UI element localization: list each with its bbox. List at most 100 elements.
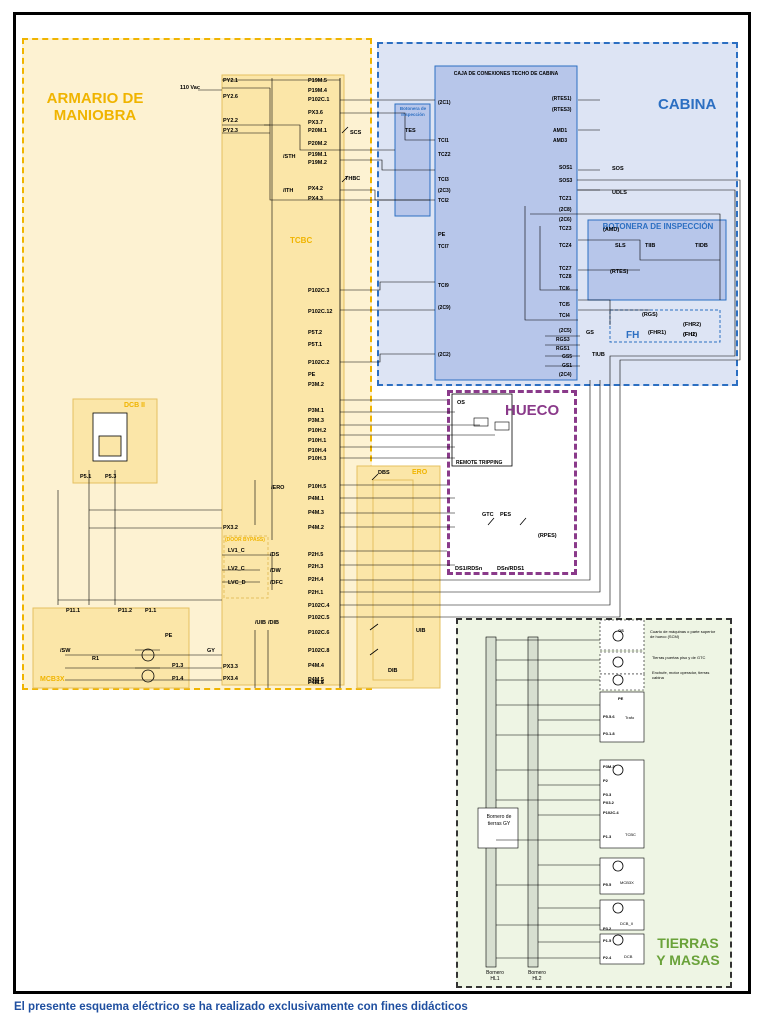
tierras-term-10: P1.5: [603, 938, 612, 943]
tierras-term-2: P3M.3: [603, 764, 615, 769]
contact-label-24: (AMD): [603, 227, 620, 233]
contact-label-2: /STH: [283, 154, 296, 160]
tierras-item-7: DCB: [624, 954, 633, 959]
caja-term-25: (2C5): [559, 328, 572, 334]
contact-label-0: SCS: [350, 130, 362, 136]
dcb-term-1: P5.3: [105, 474, 117, 480]
caja-term-31: (2C4): [559, 372, 572, 378]
right-term-20: P10H.2: [308, 428, 327, 434]
caja-term-24: (2C9): [438, 305, 451, 311]
tierras-item-4: TCBC: [625, 832, 636, 837]
caja-term-19: TCZ8: [559, 274, 572, 280]
right-term-25: P4M.1: [308, 496, 324, 502]
right-term-35: P102C.8: [308, 648, 330, 654]
contact-label-33: (FH1): [683, 332, 698, 338]
right-term-2: P102C.1: [308, 97, 330, 103]
lower-term-1: LV1_C: [228, 548, 245, 554]
right-term-8: P19M.2: [308, 160, 327, 166]
cabina-label: CABINA: [658, 96, 717, 113]
caja-term-23: TCI4: [559, 313, 570, 319]
contact-label-5: DBS: [378, 470, 390, 476]
caja-term-8: SOS3: [559, 178, 573, 184]
caja-term-17: TCZ4: [559, 243, 572, 249]
contact-label-16: DS1/RDSn: [455, 566, 483, 572]
lower-term-5: PX3.4: [223, 676, 238, 682]
contact-label-1: THBC: [345, 176, 361, 182]
right-term-26: P4M.3: [308, 510, 324, 516]
tierras-term-1: P3.1.8: [603, 731, 615, 736]
caja-label: CAJA DE CONEXIONES TECHO DE CABINA: [453, 71, 559, 77]
contact-label-21: SOS: [612, 166, 624, 172]
tierras-term-11: P2.4: [603, 955, 612, 960]
caja-term-5: TCI1: [438, 138, 449, 144]
tierras-item-0: Cuarto de máquinas o parte superior de h…: [650, 629, 716, 639]
right-term-27: P4M.2: [308, 525, 324, 531]
dcb-label: DCB II: [124, 402, 145, 409]
tierras-term-4: P3.3: [603, 792, 612, 797]
right-term-23: P10H.3: [308, 456, 327, 462]
tcbc-label: TCBC: [290, 236, 313, 245]
caja-term-14: (2C6): [559, 217, 572, 223]
right-term-21: P10H.1: [308, 438, 327, 444]
contact-label-15: (RPES): [538, 533, 557, 539]
right-term-17: P3M.2: [308, 382, 324, 388]
tierras-zone: [456, 618, 732, 988]
mcb-term-2: P1.1: [145, 608, 157, 614]
contact-label-26: TIIB: [645, 243, 656, 249]
left-term-1: PY2.6: [223, 94, 238, 100]
right-term-6: P20M.2: [308, 141, 327, 147]
right-term-28: P2H.5: [308, 552, 324, 558]
lower-term-2: LV2_C: [228, 566, 245, 572]
caja-term-21: TCI6: [559, 286, 570, 292]
caja-box: [434, 65, 578, 381]
contact-label-10: /DIB: [268, 620, 279, 626]
caja-term-3: AMD1: [553, 128, 568, 134]
ero-box: [356, 465, 441, 689]
tcbc-board: [221, 74, 345, 686]
right-term-0: P19M.5: [308, 78, 327, 84]
contact-label-31: (FHR1): [648, 330, 667, 336]
right-term-3: PX3.6: [308, 110, 323, 116]
right-term-37: P4M.5: [308, 677, 324, 683]
right-term-7: P19M.1: [308, 152, 327, 158]
caja-term-7: SOS1: [559, 165, 573, 171]
right-term-4: PX3.7: [308, 120, 323, 126]
caja-term-11: TCI2: [438, 198, 449, 204]
caja-term-20: TCI9: [438, 283, 449, 289]
right-term-38: P4M.6: [308, 680, 324, 686]
caja-term-30: (2C2): [438, 352, 451, 358]
caja-term-2: (RTES3): [552, 107, 572, 113]
mcb-box: [32, 607, 190, 689]
botonera-small-label: Botonera de Inspección: [399, 106, 427, 117]
caja-term-18: TCZ7: [559, 266, 572, 272]
tierras-term-7: P1.3: [603, 834, 612, 839]
caja-term-22: TCI5: [559, 302, 570, 308]
contact-label-12: DIB: [388, 668, 398, 674]
mcb-term-5: R1: [92, 656, 100, 662]
botonera-small: [394, 103, 431, 217]
contact-label-19: TES: [405, 128, 416, 134]
tierras-label: TIERRAS Y MASAS: [656, 935, 720, 968]
wires: [340, 99, 741, 618]
mcb-label: MCB3X: [40, 676, 65, 683]
voltage-label: 110 Vac: [180, 85, 200, 91]
caja-term-13: (2C8): [559, 207, 572, 213]
dcb-term-0: P5.1: [80, 474, 92, 480]
left-term-3: PY2.3: [223, 128, 238, 134]
right-term-31: P2H.1: [308, 590, 324, 596]
right-term-18: P3M.1: [308, 408, 324, 414]
contact-label-17: DSn/RDS1: [497, 566, 525, 572]
contact-label-34: (FH2): [683, 332, 698, 338]
caja-term-26: RGS3: [556, 337, 570, 343]
bornero-strips: [477, 636, 539, 968]
armario-label: ARMARIO DE MANIOBRA: [46, 90, 144, 124]
mcb-term-8: GY: [207, 648, 215, 654]
contact-label-8: /DFC: [270, 580, 283, 586]
right-term-1: P19M.4: [308, 88, 327, 94]
right-term-36: P4M.4: [308, 663, 324, 669]
contact-label-25: SLS: [615, 243, 626, 249]
right-term-39: P4M.7: [308, 680, 324, 686]
contact-label-6: /DS: [270, 552, 280, 558]
contact-label-27: TIDB: [695, 243, 708, 249]
